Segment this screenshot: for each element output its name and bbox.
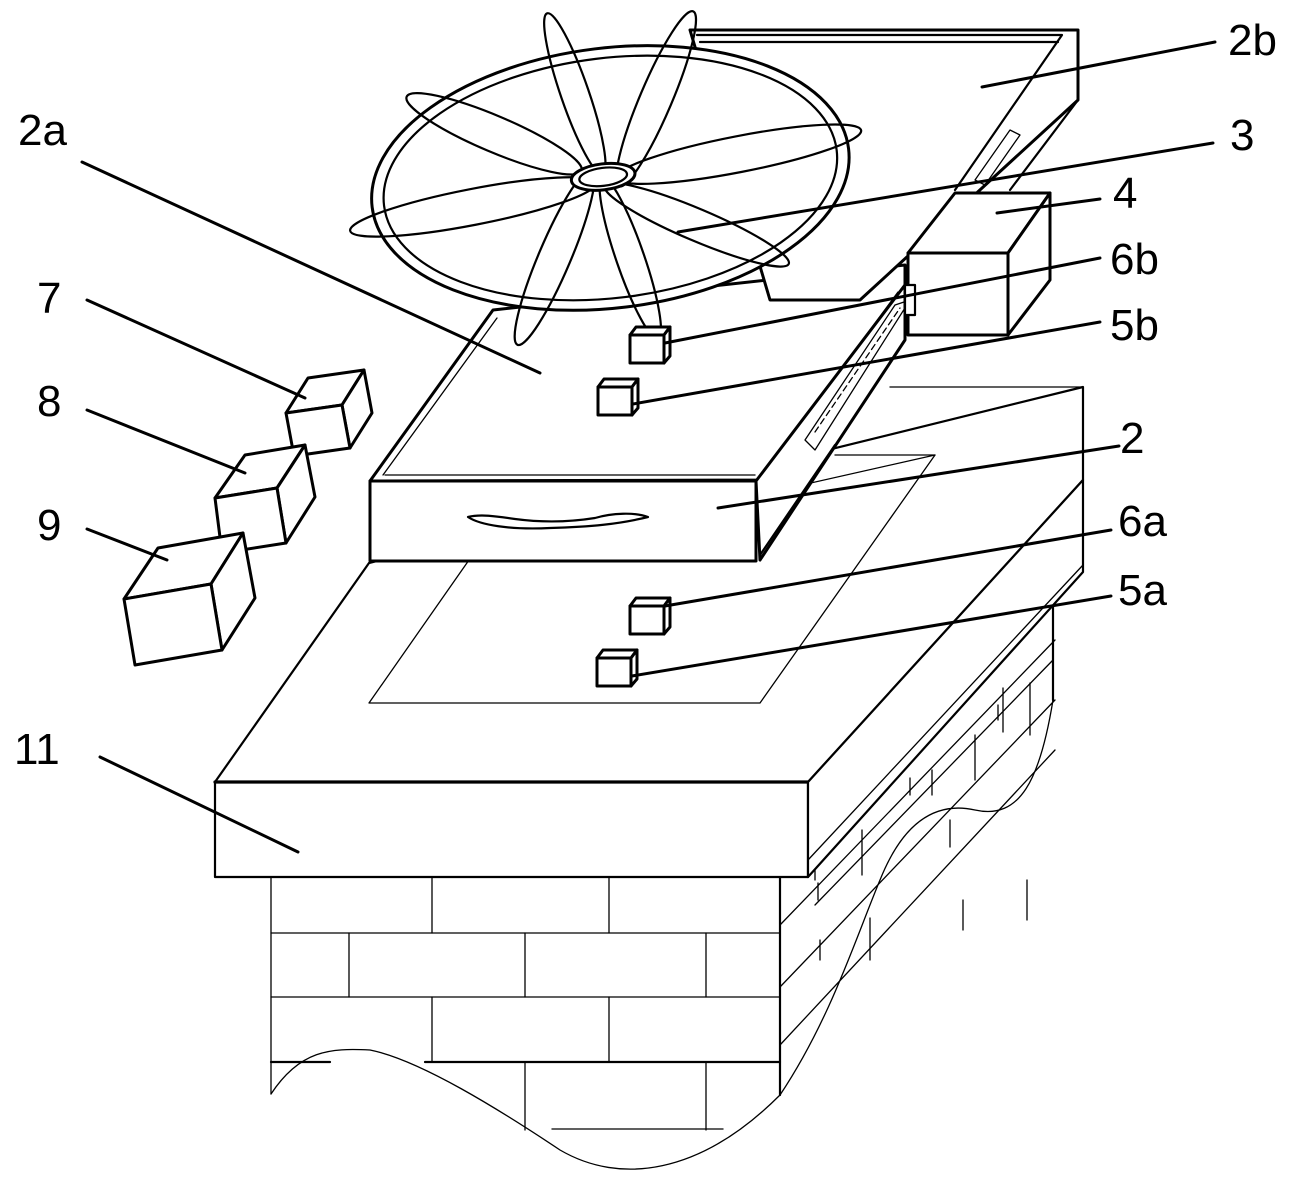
label-5b: 5b bbox=[1110, 301, 1159, 350]
chimney-side-break-curve bbox=[779, 699, 1054, 1096]
label-6a: 6a bbox=[1118, 497, 1167, 546]
leader-11 bbox=[98, 755, 300, 854]
sensor-5b bbox=[596, 377, 640, 417]
label-2a: 2a bbox=[18, 106, 67, 155]
sensor-6b bbox=[628, 325, 672, 365]
reference-labels: 2b 2a 3 4 6b 5b 7 8 9 2 6a 5a 11 bbox=[14, 16, 1277, 774]
label-9: 9 bbox=[37, 501, 61, 550]
leader-6a bbox=[663, 528, 1113, 608]
leader-4 bbox=[995, 197, 1102, 215]
label-2b: 2b bbox=[1228, 16, 1277, 65]
module-box-7 bbox=[284, 368, 374, 458]
rear-slide-rail bbox=[974, 129, 1021, 186]
chimney-break-curve bbox=[270, 1048, 781, 1170]
label-4: 4 bbox=[1113, 169, 1137, 218]
leader-5b bbox=[631, 320, 1102, 406]
cap-front-face bbox=[213, 780, 810, 879]
label-6b: 6b bbox=[1110, 235, 1159, 284]
drawer-housing bbox=[368, 263, 911, 563]
leader-2a bbox=[80, 160, 542, 375]
leader-9 bbox=[85, 527, 169, 562]
fan-inner-ring bbox=[382, 54, 839, 302]
leader-5a bbox=[630, 594, 1113, 678]
leader-8 bbox=[85, 408, 247, 475]
module-box-8 bbox=[213, 443, 317, 555]
module-box-9 bbox=[122, 531, 257, 667]
label-3: 3 bbox=[1230, 111, 1254, 160]
cap-side-face bbox=[806, 478, 1085, 879]
drawer-handle bbox=[466, 512, 650, 530]
leader-6b bbox=[663, 256, 1102, 345]
label-11: 11 bbox=[14, 725, 60, 774]
leader-2 bbox=[716, 444, 1121, 510]
label-2: 2 bbox=[1120, 414, 1144, 463]
fan-hub bbox=[569, 161, 637, 192]
label-5a: 5a bbox=[1118, 566, 1167, 615]
sensor-6a bbox=[628, 596, 672, 636]
leader-7 bbox=[85, 298, 307, 400]
drawer-side-face bbox=[754, 283, 907, 562]
label-7: 7 bbox=[37, 274, 61, 323]
label-8: 8 bbox=[37, 377, 61, 426]
leader-3 bbox=[676, 141, 1215, 234]
leader-2b bbox=[980, 40, 1217, 89]
leader-lines bbox=[80, 40, 1217, 854]
sensor-5a bbox=[595, 648, 639, 688]
